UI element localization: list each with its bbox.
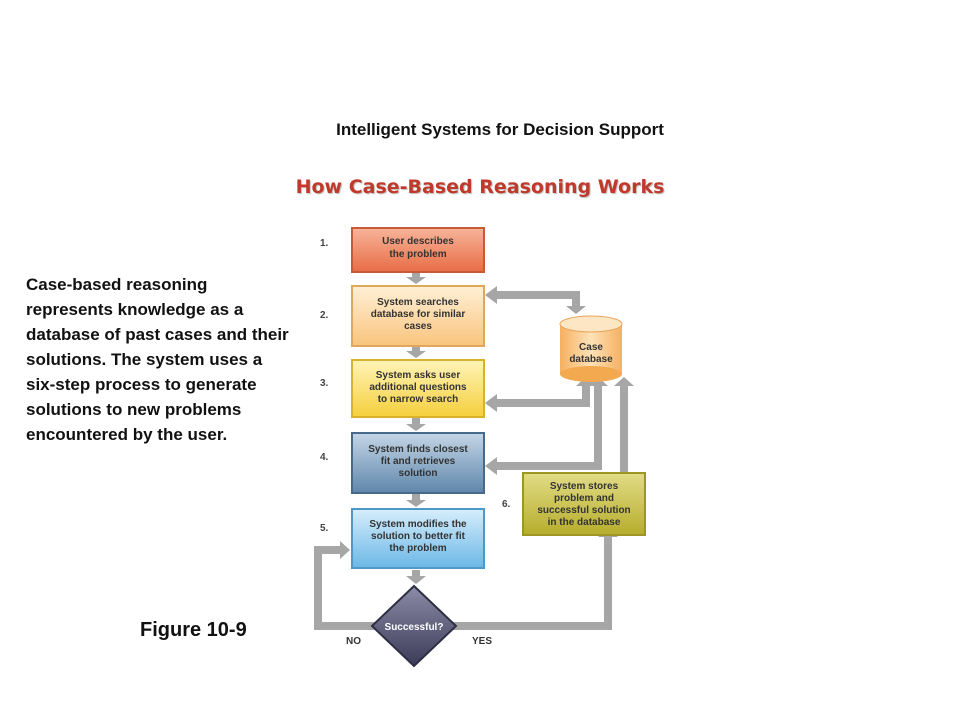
- step-5-line-3: the problem: [389, 543, 446, 554]
- step-6-number: 6.: [502, 499, 511, 510]
- step-5-line-2: solution to better fit: [371, 531, 466, 542]
- step-1-box: User describes the problem: [351, 227, 485, 273]
- decision-label: Successful?: [385, 622, 444, 633]
- step-4-line-2: fit and retrieves: [381, 456, 456, 467]
- step-3-line-1: System asks user: [376, 370, 461, 381]
- case-database: Case database: [559, 315, 623, 382]
- step-6-line-3: successful solution: [537, 505, 630, 516]
- step-2-box: System searches database for similar cas…: [351, 285, 485, 347]
- step-1-line-2: the problem: [389, 249, 446, 260]
- step-5-number: 5.: [320, 523, 329, 534]
- step-1-line-1: User describes: [382, 236, 454, 247]
- step-6-box: System stores problem and successful sol…: [522, 472, 646, 536]
- step-1-number: 1.: [320, 238, 329, 249]
- step-3-number: 3.: [320, 378, 329, 389]
- figure-label: Figure 10-9: [140, 619, 247, 641]
- flow-arrows: [314, 271, 634, 630]
- description-text: Case-based reasoning represents knowledg…: [26, 275, 289, 444]
- decision-diamond: Successful?: [370, 584, 458, 668]
- database-line-1: Case: [579, 342, 603, 353]
- no-label: NO: [346, 636, 361, 647]
- step-2-line-3: cases: [404, 321, 432, 332]
- step-6-line-1: System stores: [550, 481, 619, 492]
- step-4-number: 4.: [320, 452, 329, 463]
- step-3-line-3: to narrow search: [378, 394, 459, 405]
- step-6-line-4: in the database: [548, 517, 621, 528]
- step-5-box: System modifies the solution to better f…: [351, 508, 485, 569]
- step-5-line-1: System modifies the: [369, 519, 467, 530]
- step-2-line-2: database for similar: [371, 309, 466, 320]
- step-4-line-3: solution: [399, 468, 438, 479]
- step-2-number: 2.: [320, 310, 329, 321]
- yes-label: YES: [472, 636, 492, 647]
- step-2-line-1: System searches: [377, 297, 459, 308]
- step-4-box: System finds closest fit and retrieves s…: [351, 432, 485, 494]
- step-4-line-1: System finds closest: [368, 444, 468, 455]
- diagram-title: How Case-Based Reasoning Works: [295, 176, 665, 198]
- step-3-line-2: additional questions: [369, 382, 467, 393]
- slide-header: Intelligent Systems for Decision Support: [336, 120, 664, 139]
- step-3-box: System asks user additional questions to…: [351, 359, 485, 418]
- step-6-line-2: problem and: [554, 493, 614, 504]
- database-line-2: database: [569, 354, 613, 365]
